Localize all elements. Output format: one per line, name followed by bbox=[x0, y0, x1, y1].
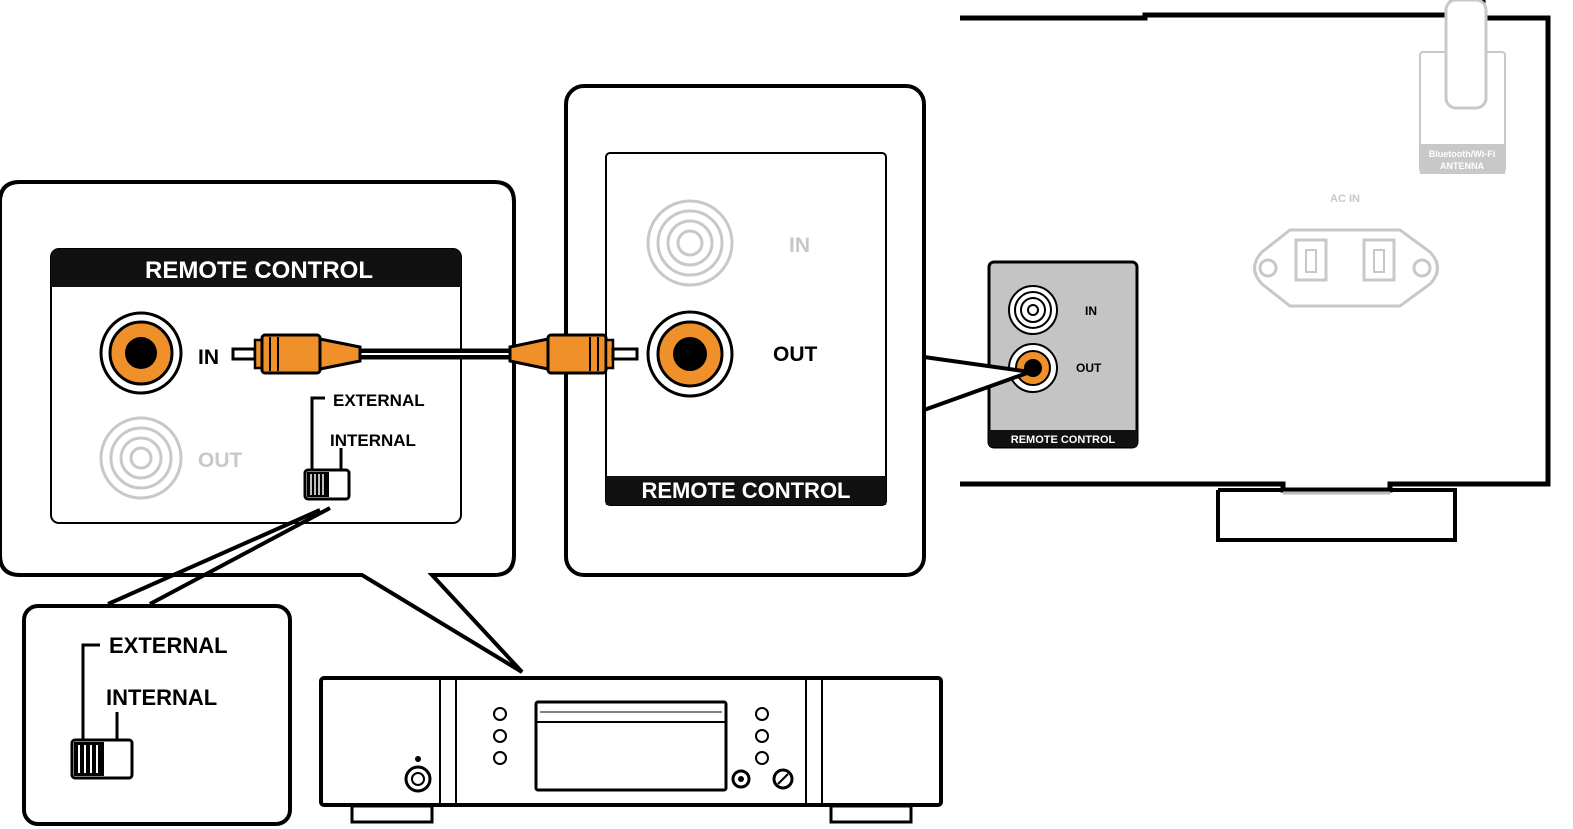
left-out-label: OUT bbox=[198, 449, 243, 472]
left-in-label: IN bbox=[198, 346, 219, 369]
rca-jack-icon bbox=[99, 311, 183, 395]
slide-switch-icon bbox=[303, 468, 351, 501]
middle-in-label: IN bbox=[789, 234, 810, 257]
zoom-switch-internal: INTERNAL bbox=[106, 685, 217, 710]
switch-zoom: EXTERNAL INTERNAL bbox=[22, 604, 292, 826]
rca-jack-icon bbox=[1008, 343, 1058, 393]
rca-cable bbox=[231, 333, 639, 375]
middle-out-label: OUT bbox=[773, 343, 818, 366]
rca-jack-icon bbox=[646, 310, 734, 398]
slide-switch-icon bbox=[70, 738, 134, 780]
rca-jack-icon bbox=[646, 199, 734, 287]
ac-in-label: AC IN bbox=[1330, 193, 1360, 205]
left-remote-title: REMOTE CONTROL bbox=[145, 257, 373, 284]
rca-plug-icon bbox=[231, 333, 362, 375]
rear-remote-in-label: IN bbox=[1085, 304, 1097, 318]
zoom-switch-external: EXTERNAL bbox=[109, 633, 228, 658]
left-switch-external: EXTERNAL bbox=[333, 391, 425, 410]
ac-inlet-icon: AC IN bbox=[1253, 193, 1439, 308]
cd-player-icon bbox=[319, 676, 943, 824]
rca-jack-icon bbox=[99, 416, 183, 500]
rear-remote-title: REMOTE CONTROL bbox=[1011, 434, 1116, 446]
rear-remote-panel: REMOTE CONTROL IN OUT bbox=[987, 260, 1139, 449]
middle-callout: REMOTE CONTROL IN OUT bbox=[564, 84, 926, 577]
middle-remote-title: REMOTE CONTROL bbox=[642, 478, 851, 503]
rca-plug-icon bbox=[508, 333, 639, 375]
zoom-pointer bbox=[107, 506, 331, 606]
callout-pointer bbox=[923, 355, 1031, 412]
rca-jack-icon bbox=[1008, 285, 1058, 335]
left-switch-internal: INTERNAL bbox=[330, 431, 416, 450]
antenna-label-line1: Bluetooth/Wi-Fi bbox=[1429, 149, 1495, 159]
rear-remote-out-label: OUT bbox=[1076, 361, 1102, 375]
antenna-icon: Bluetooth/Wi-Fi ANTENNA bbox=[1419, 0, 1506, 174]
left-callout: REMOTE CONTROL IN OUT EXTERNAL INTERNAL bbox=[0, 180, 524, 674]
antenna-label-line2: ANTENNA bbox=[1440, 161, 1484, 171]
